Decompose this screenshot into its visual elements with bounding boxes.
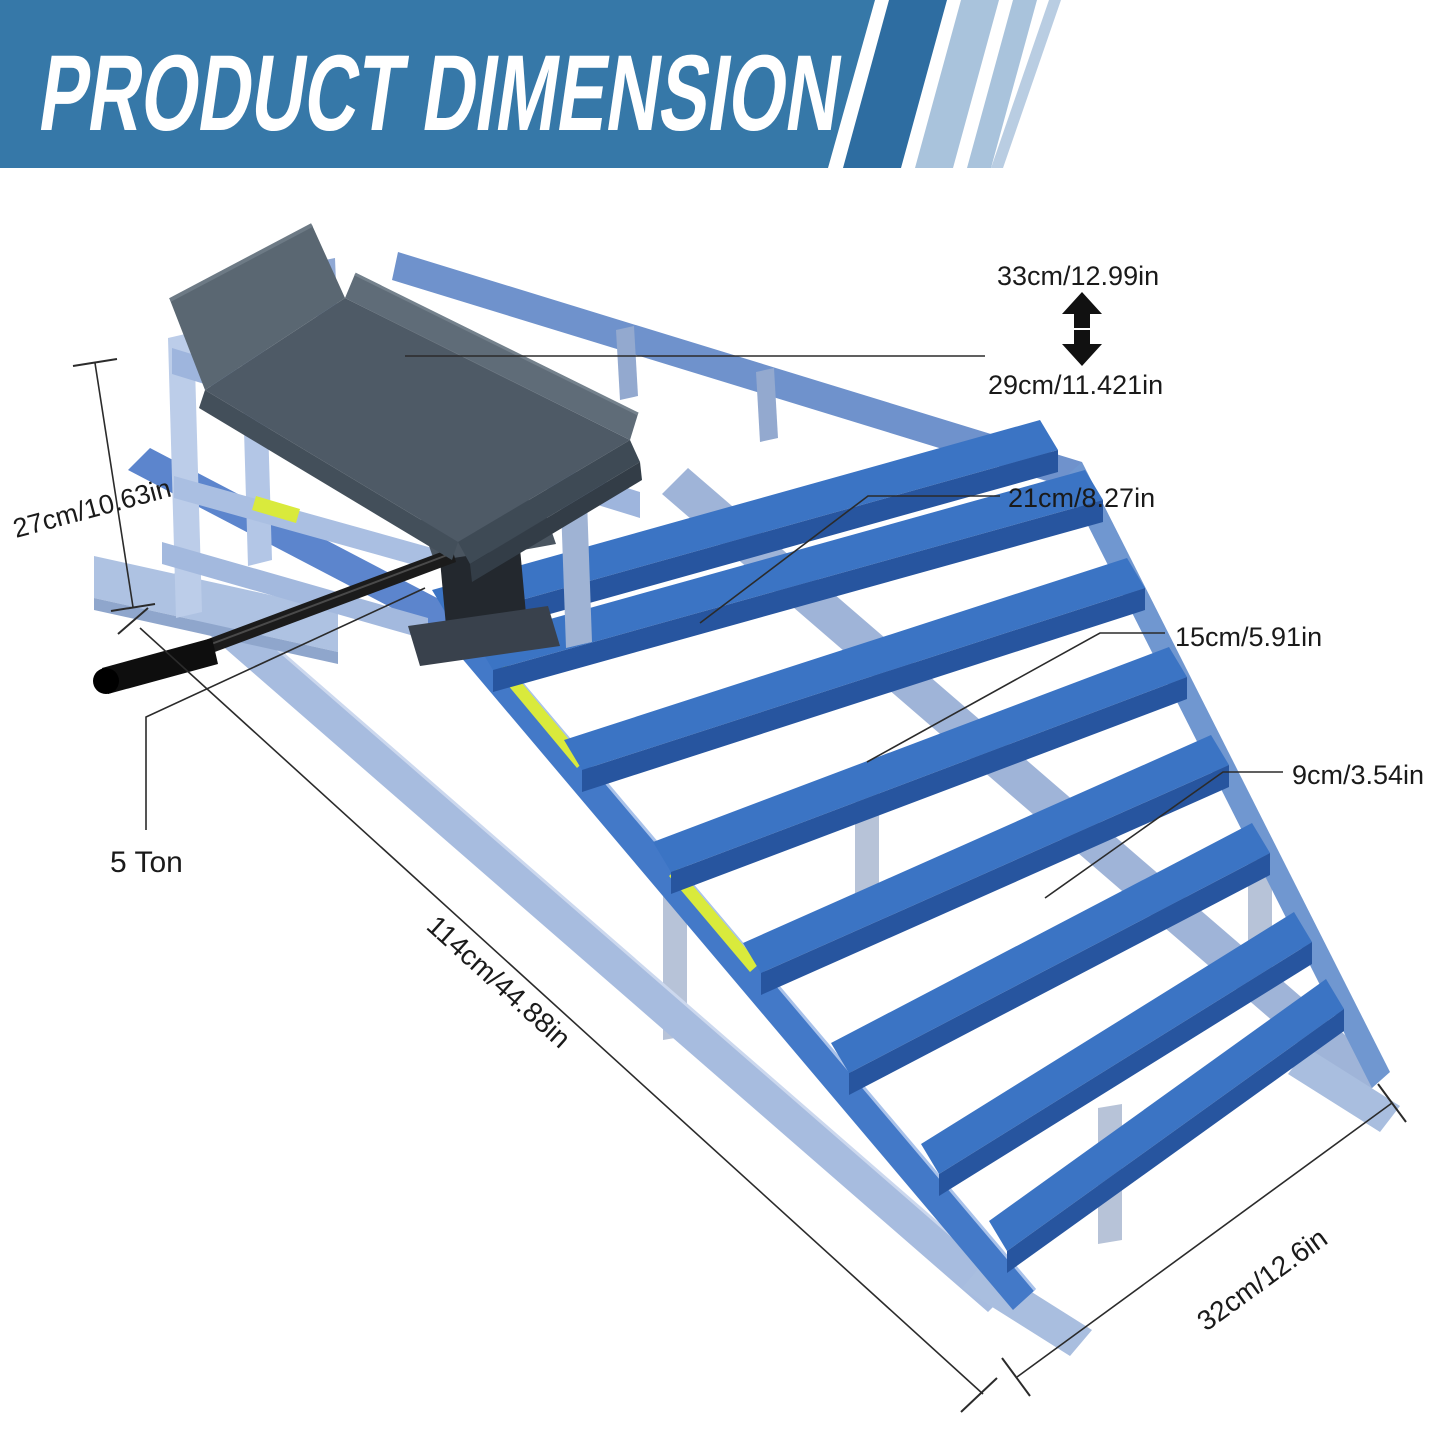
label-height-max: 33cm/12.99in [997, 261, 1159, 291]
label-ramp-top-width: 21cm/8.27in [1008, 483, 1155, 513]
label-frame-height: 27cm/10.63in [10, 473, 174, 544]
label-base-width: 32cm/12.6in [1191, 1222, 1333, 1337]
near-foot [962, 1262, 1092, 1356]
dim-capacity: 5 Ton [110, 587, 426, 879]
ramp-illustration [93, 223, 1400, 1356]
reflective-stickers [497, 664, 759, 972]
far-top-rail [392, 252, 1082, 490]
reflective-sticker-frame [252, 496, 300, 523]
dim-platform-height: 33cm/12.99in 29cm/11.421in [405, 261, 1163, 400]
near-base-rail [158, 566, 1012, 1312]
dim-rung-width: 9cm/3.54in [1044, 760, 1424, 899]
ramp-rungs [432, 420, 1344, 1273]
label-capacity: 5 Ton [110, 846, 183, 879]
dim-rung-spacing: 15cm/5.91in [866, 622, 1322, 763]
wheel-tray [169, 223, 642, 582]
banner-shape [0, 0, 875, 168]
label-rung-width: 9cm/3.54in [1292, 760, 1424, 790]
arrow-down-icon [1062, 330, 1102, 366]
jack-handle [93, 548, 456, 694]
arrow-up-icon [1062, 292, 1102, 328]
label-height-min: 29cm/11.421in [988, 370, 1163, 400]
far-base-rail [662, 468, 1388, 1098]
page-title: PRODUCT DIMENSION [33, 32, 850, 153]
label-rung-spacing: 15cm/5.91in [1175, 622, 1322, 652]
banner-stripes-decoration [843, 0, 1061, 168]
header-banner: PRODUCT DIMENSION [0, 0, 1061, 168]
dim-ramp-top-width: 21cm/8.27in [699, 483, 1155, 624]
far-foot [1288, 1048, 1400, 1132]
